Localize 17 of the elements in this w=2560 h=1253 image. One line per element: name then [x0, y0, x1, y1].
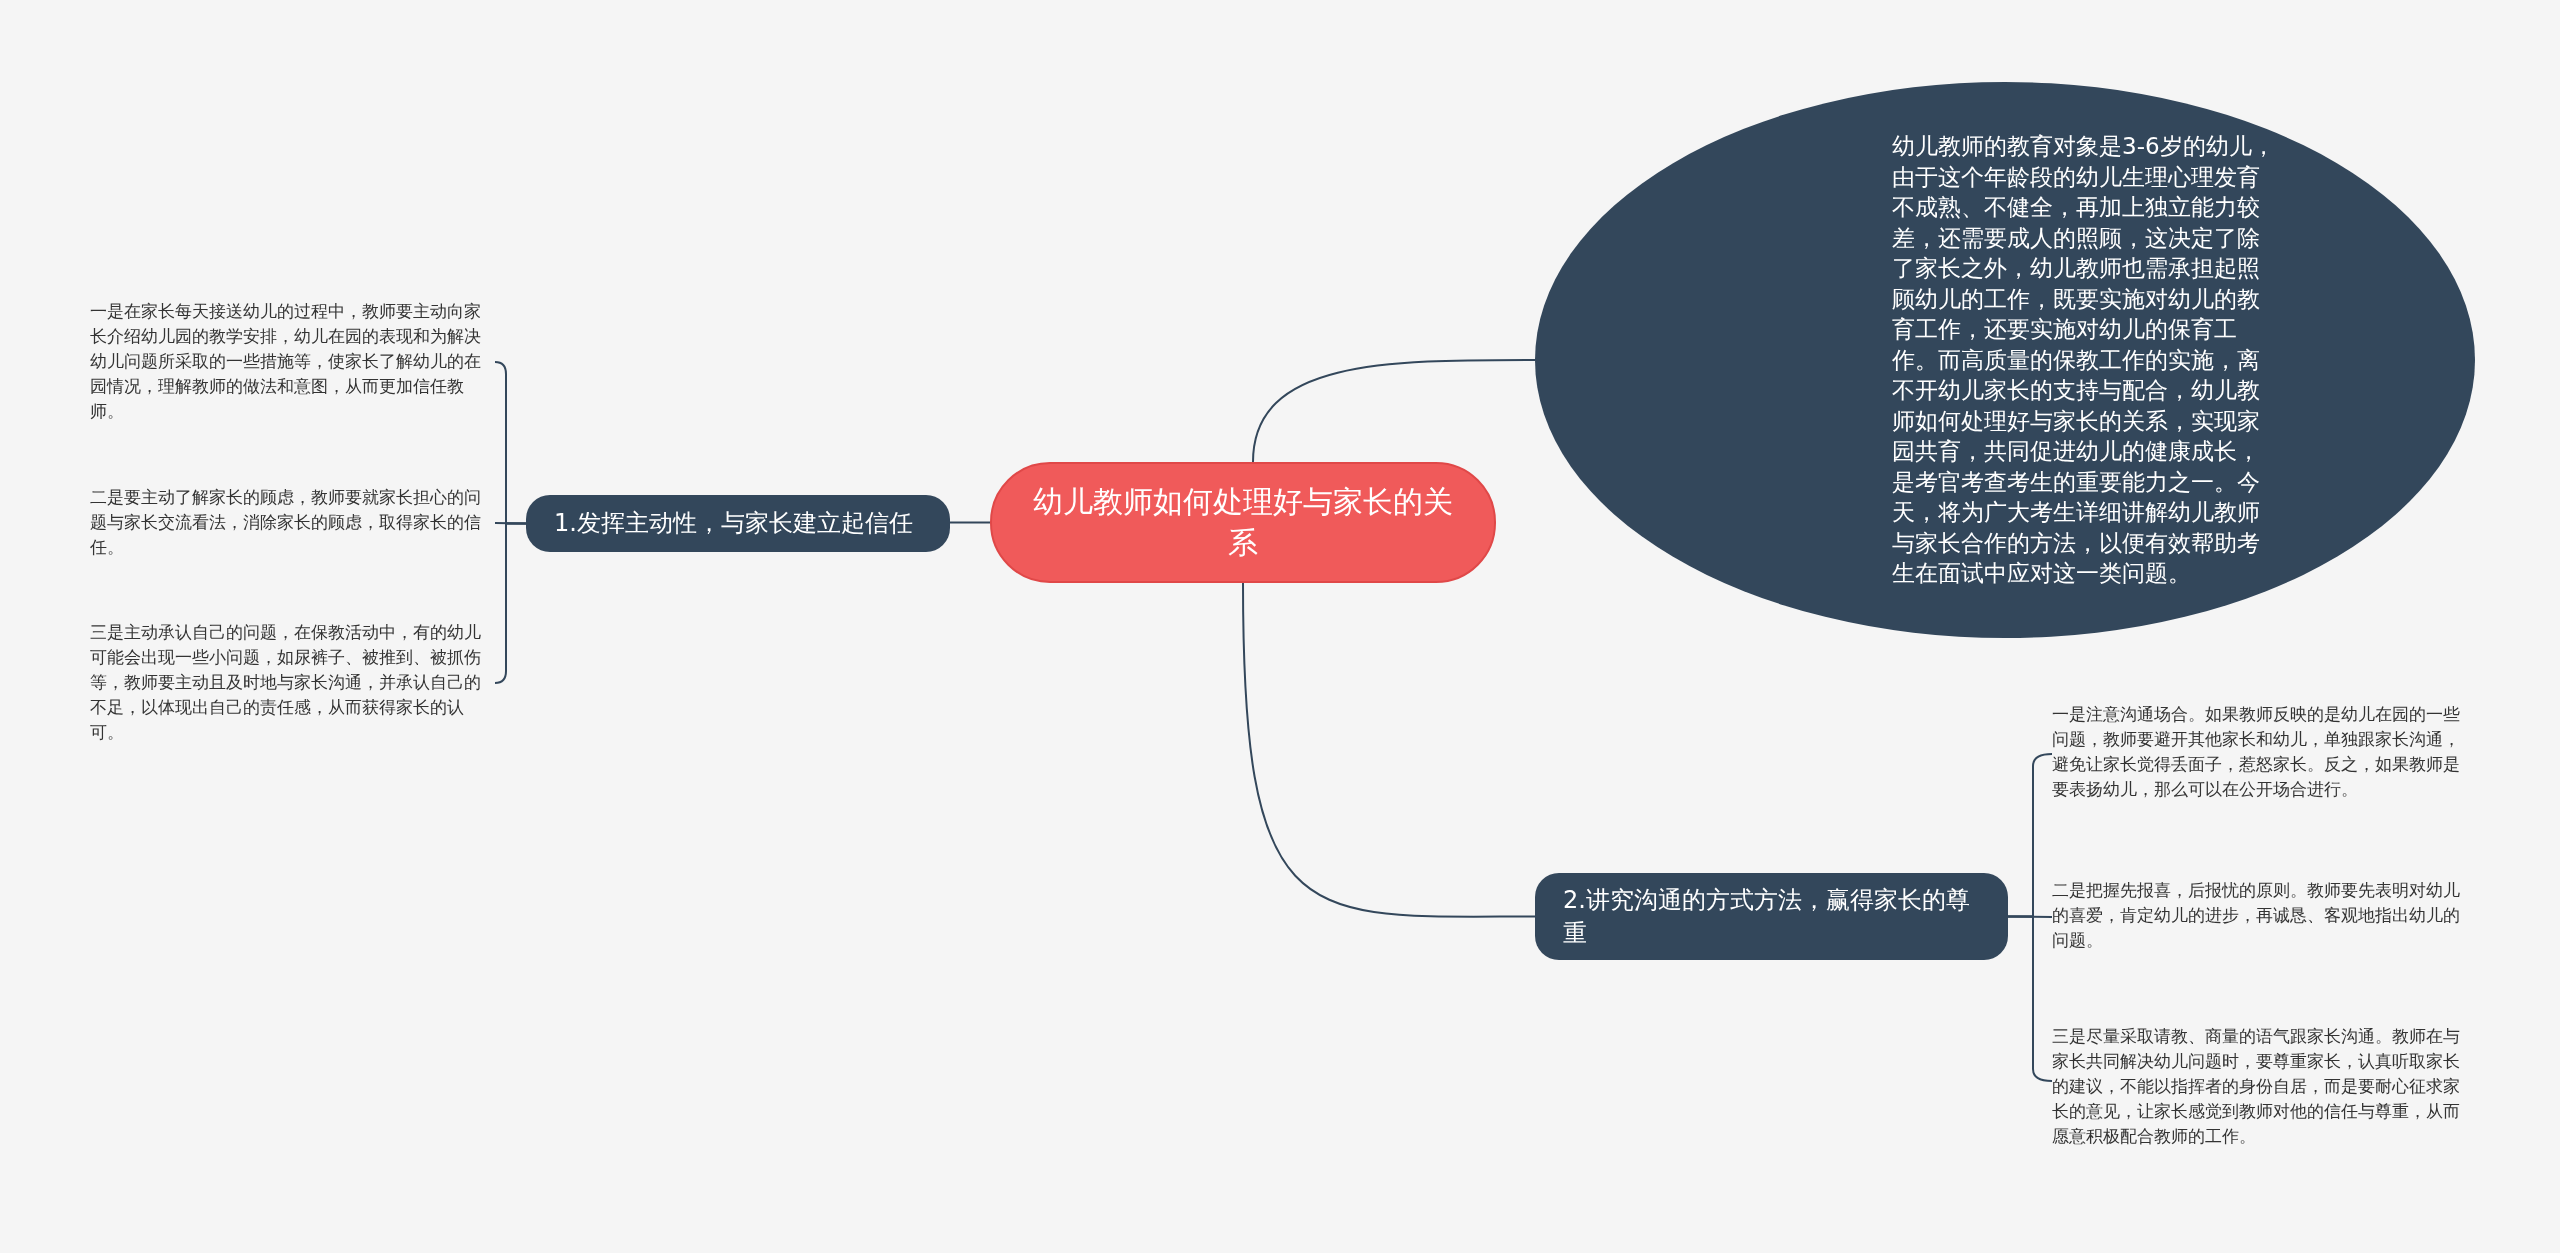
leaf-text: 二是要主动了解家长的顾虑，教师要就家长担心的问题与家长交流看法，消除家长的顾虑，取得家长的信任。	[90, 485, 482, 559]
leaf-text: 三是主动承认自己的问题，在保教活动中，有的幼儿可能会出现一些小问题，如尿裤子、被推到、被抓伤等，教师要主动且及时地与家长沟通，并承认自己的不足，以体现出自己的责任感，从而获得家长的认可。	[90, 620, 482, 744]
leaf-text: 一是在家长每天接送幼儿的过程中，教师要主动向家长介绍幼儿园的教学安排，幼儿在园的表现和为解决幼儿问题所采取的一些措施等，使家长了解幼儿的在园情况，理解教师的做法和意图，从而更加信任教师。	[90, 299, 482, 423]
branch-text: 1.发挥主动性，与家长建立起信任	[554, 508, 913, 540]
connector-line	[494, 522, 527, 525]
leaf-text: 三是尽量采取请教、商量的语气跟家长沟通。教师在与家长共同解决幼儿问题时，要尊重家长，认真听取家长的建议，不能以指挥者的身份自居，而是要耐心征求家长的意见，让家长感觉到教师对他的信任与尊重，从而愿意积极配合教师的工作。	[2052, 1024, 2461, 1148]
connector-line	[949, 521, 991, 524]
leaf-text: 一是注意沟通场合。如果教师反映的是幼儿在园的一些问题，教师要避开其他家长和幼儿，单独跟家长沟通，避免让家长觉得丢面子，惹怒家长。反之，如果教师是要表扬幼儿，那么可以在公开场合进行。	[2052, 703, 2461, 801]
connector-line	[1242, 582, 1536, 918]
topic-text: 幼儿教师如何处理好与家长的关系	[1032, 483, 1454, 562]
connector-line	[1252, 359, 1536, 463]
connector-line	[494, 522, 527, 684]
branch-text: 2.讲究沟通的方式方法，赢得家长的尊重	[1563, 885, 1971, 949]
summary-text: 幼儿教师的教育对象是3-6岁的幼儿，由于这个年龄段的幼儿生理心理发育不成熟、不健全，再加上独立能力较差，还需要成人的照顾，这决定了除了家长之外，幼儿教师也需承担起照顾幼儿的工作，既要实施对幼儿的教育工作，还要实施对幼儿的保育工作。而高质量的保教工作的实施，离不开幼儿家长的支持与配合，幼儿教师如何处理好与家长的关系，实现家园共育，共同促进幼儿的健康成长，是考官考查考生的重要能力之一。今天，将为广大考生详细讲解幼儿教师与家长合作的方法，以便有效帮助考生在面试中应对这一类问题。	[1892, 132, 2276, 589]
branch-pill	[1535, 873, 2008, 960]
leaf-text: 二是把握先报喜，后报忧的原则。教师要先表明对幼儿的喜爱，肯定幼儿的进步，再诚恳、客观地指出幼儿的问题。	[2052, 878, 2461, 952]
branch-pill	[526, 495, 950, 552]
